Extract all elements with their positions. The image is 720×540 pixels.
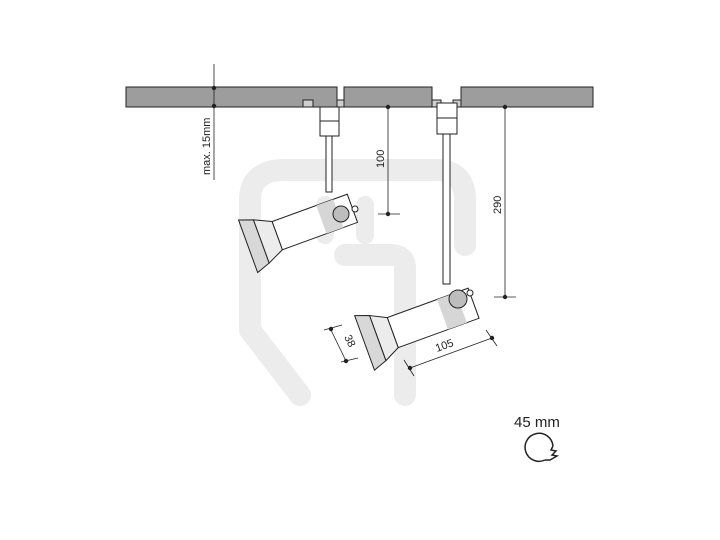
long-drop-dimension — [494, 104, 516, 300]
adapter-stem — [325, 135, 333, 193]
track-bracket-left — [302, 99, 314, 108]
ceiling-gap-label: max. 15mm — [201, 118, 213, 175]
ceiling-gap-dimension — [211, 64, 217, 180]
track-bracket-mid — [336, 99, 345, 108]
short-track-spotlight — [237, 106, 359, 274]
tilt-knob — [448, 289, 468, 309]
short-drop-dimension — [378, 104, 400, 217]
head-diameter-label: 38 — [341, 333, 357, 349]
adapter-top — [319, 106, 340, 122]
ceiling-section-middle — [343, 86, 433, 108]
brand-watermark-icon — [239, 159, 476, 406]
long-track-spotlight — [353, 102, 480, 371]
adapter-bottom — [319, 120, 340, 137]
ceiling-track — [125, 86, 594, 108]
spotlight-head — [353, 287, 480, 371]
long-drop-label: 290 — [492, 196, 504, 214]
adapter-top — [436, 102, 458, 119]
ceiling-section-right — [460, 86, 594, 108]
head-length-label: 105 — [434, 337, 455, 355]
head-length-dimension — [403, 329, 498, 377]
adapter-stem — [442, 133, 451, 285]
cutout-size-label: 45 mm — [514, 414, 560, 431]
adapter-bottom — [436, 117, 458, 135]
tilt-knob — [332, 205, 350, 223]
hole-saw-icon — [524, 432, 560, 463]
head-diameter-dimension — [323, 324, 359, 364]
short-drop-label: 100 — [375, 150, 387, 168]
ceiling-section-left — [125, 86, 338, 108]
